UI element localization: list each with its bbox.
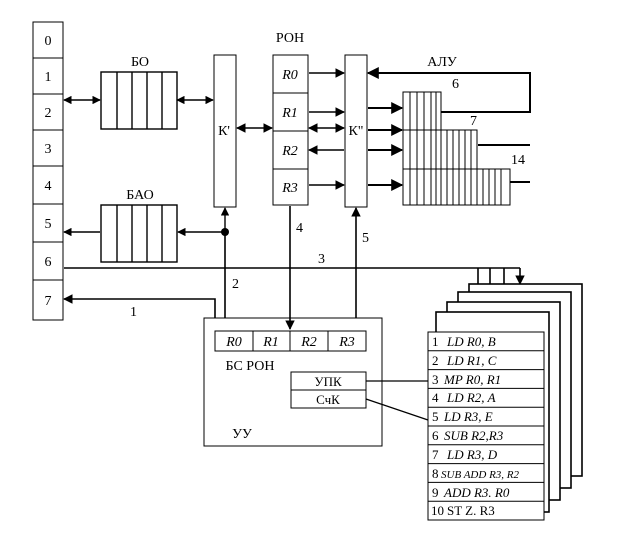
program-row-text: MP R0, R1: [443, 372, 501, 387]
program-row-text: LD R3, E: [443, 409, 493, 424]
switch-k2: [344, 54, 368, 208]
alu-label: АЛУ: [427, 55, 457, 70]
memory-cell-7: [32, 279, 64, 321]
bs-ron-label: БС РОН: [226, 359, 275, 374]
switch-k1: [213, 54, 237, 208]
bus-label: 1: [130, 305, 137, 320]
alu-block: [402, 91, 511, 206]
bs-register-label: R3: [338, 335, 355, 350]
program-row-text: SUB ADD R3, R2: [441, 469, 520, 481]
memory-cell-label: 6: [45, 255, 52, 270]
program-row-number: 8: [432, 466, 439, 481]
program-row-number: 7: [432, 447, 439, 462]
alu-stage-label: 7: [470, 114, 477, 129]
program-row-number: 3: [432, 372, 439, 387]
memory-cell-label: 7: [45, 294, 52, 309]
bo-label: БО: [131, 55, 149, 70]
bao-buffer: [100, 204, 178, 263]
ron-register-label: R0: [281, 68, 298, 83]
program-row-text: ST Z. R3: [447, 503, 495, 518]
bs-ron-registers: [214, 330, 367, 352]
program-row-number: 9: [432, 485, 439, 500]
program-pointer-lines: [365, 380, 429, 421]
connectors: [63, 95, 230, 237]
bs-register-label: R0: [225, 335, 242, 350]
ron-register-label: R1: [281, 106, 298, 121]
bus-label: 4: [296, 221, 303, 236]
program-row-number: 2: [432, 353, 439, 368]
program-row-text: LD R1, C: [446, 353, 497, 368]
bus-label: 2: [232, 277, 239, 292]
alu-stage-label: 6: [452, 77, 459, 92]
memory-cell-label: 0: [45, 34, 52, 49]
program-row-text: LD R3, D: [446, 447, 498, 462]
bus-label: 5: [362, 231, 369, 246]
ron-register-label: R3: [281, 181, 298, 196]
program-row-text: ADD R3. R0: [443, 485, 510, 500]
memory-cell-label: 4: [45, 179, 52, 194]
memory-cell-label: 5: [45, 217, 52, 232]
memory-block: [32, 21, 64, 321]
bao-label: БАО: [126, 188, 153, 203]
program-rows: 1 LD R0, B 2 LD R1, C 3 MP R0, R1 4 LD R…: [431, 334, 520, 518]
bs-register-label: R2: [300, 335, 317, 350]
control-unit-label: УУ: [232, 427, 252, 442]
alu-stage-label: 14: [511, 153, 525, 168]
sck-label: СчК: [316, 392, 340, 407]
program-row-text: SUB R2,R3: [444, 428, 504, 443]
control-unit: [203, 317, 383, 447]
ron-registers: [272, 54, 309, 206]
ron-label: РОН: [276, 31, 304, 46]
program-row-number: 1: [432, 334, 439, 349]
program-row-text: LD R0, B: [446, 334, 496, 349]
ron-register-label: R2: [281, 144, 298, 159]
bs-register-label: R1: [262, 335, 279, 350]
register-bus: [236, 68, 345, 190]
memory-cell-label: 3: [45, 142, 52, 157]
bus-label: 3: [318, 252, 325, 267]
program-listing: [427, 331, 545, 521]
program-row-text: LD R2, A: [446, 390, 496, 405]
alu-bus: [366, 67, 531, 191]
switch-k1-label: К': [218, 124, 230, 139]
upk-label: УПК: [314, 374, 342, 389]
memory-cell-label: 1: [45, 70, 52, 85]
program-row-number: 6: [432, 428, 439, 443]
memory-cell-label: 2: [45, 106, 52, 121]
switch-k2-label: К": [348, 124, 363, 139]
program-row-number: 4: [432, 390, 439, 405]
program-row-number: 5: [432, 409, 439, 424]
program-row-number: 10: [431, 503, 444, 518]
bo-buffer: [100, 71, 178, 130]
